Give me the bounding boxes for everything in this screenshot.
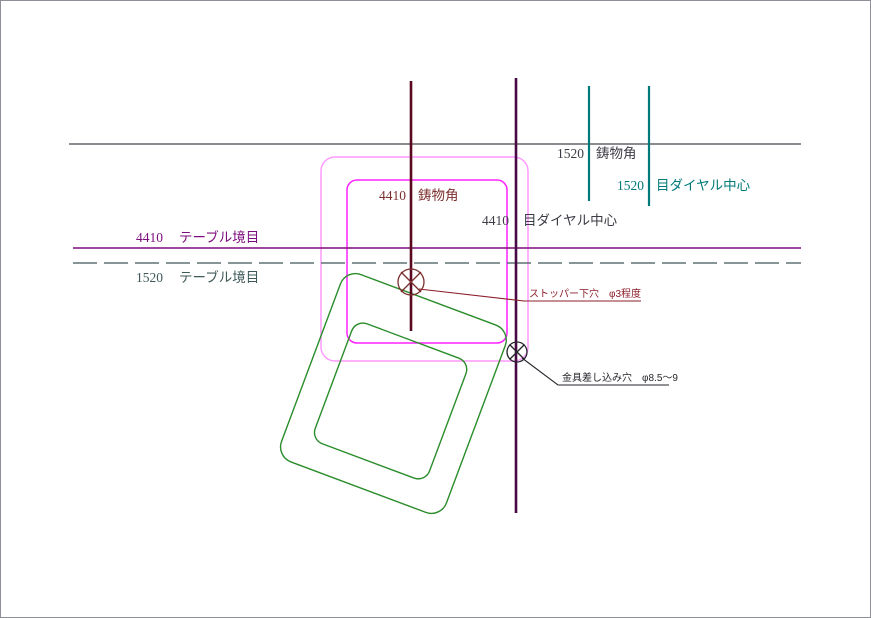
stopper-hole-cross-2 (400, 271, 422, 293)
stopper-leader-line (418, 288, 641, 302)
bracket-leader-line (521, 357, 669, 386)
casting-outline-inner (346, 179, 508, 344)
dim-casting-4410-value: 4410 (379, 188, 406, 203)
dim-dial-1520-label: 目ダイヤル中心 (656, 178, 751, 193)
dim-table-1520-value: 1520 (136, 270, 163, 285)
bracket-hole-marker (506, 341, 528, 363)
bracket-plate-outline-outer (279, 272, 507, 515)
stopper-hole-marker (397, 268, 425, 296)
dim-table-4410-label: テーブル境目 (179, 229, 259, 245)
stopper-hole-circle (397, 268, 425, 296)
stopper-hole-note: ストッパー下穴 φ3程度 (529, 287, 641, 300)
dim-casting-1520-value: 1520 (557, 146, 584, 161)
bracket-hole-circle (506, 341, 528, 363)
dim-table-4410-value: 4410 (136, 230, 163, 245)
bracket-plate (279, 272, 507, 515)
dim-dial-4410-label: 目ダイヤル中心 (523, 213, 618, 228)
dim-table-1520-label: テーブル境目 (179, 269, 259, 285)
bracket-hole-note: 金具差し込み穴 φ8.5～9 (562, 371, 678, 384)
bracket-plate-outline-inner (313, 322, 468, 480)
dim-dial-4410-value: 4410 (482, 213, 509, 228)
bracket-hole-cross-2 (509, 344, 525, 360)
dim-dial-1520-value: 1520 (617, 178, 644, 193)
casting-outline-outer (320, 156, 529, 362)
dim-casting-4410-label: 鋳物角 (418, 187, 459, 203)
dim-casting-1520-label: 鋳物角 (596, 145, 637, 161)
